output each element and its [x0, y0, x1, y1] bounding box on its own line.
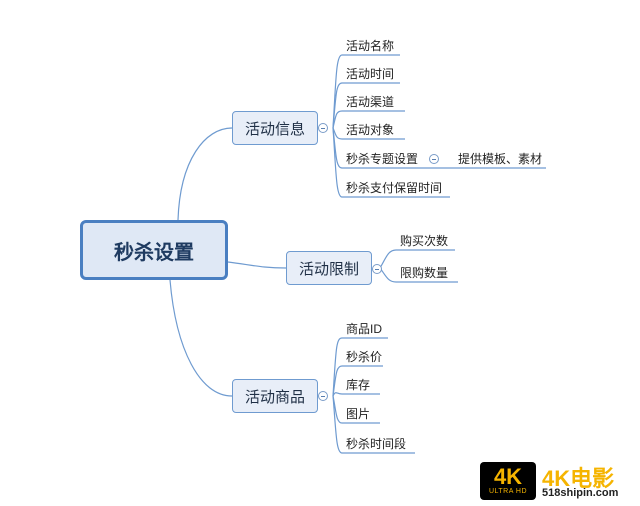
collapse-icon[interactable]: [429, 154, 439, 164]
leaf-goods-id[interactable]: 商品ID: [346, 322, 383, 336]
leaf-flash-topic-settings[interactable]: 秒杀专题设置: [346, 152, 419, 166]
root-node[interactable]: 秒杀设置: [80, 220, 228, 280]
leaf-image[interactable]: 图片: [346, 407, 371, 421]
collapse-icon[interactable]: [372, 264, 382, 274]
leaf-flash-price[interactable]: 秒杀价: [346, 350, 383, 364]
collapse-icon[interactable]: [318, 123, 328, 133]
leaf-activity-time[interactable]: 活动时间: [346, 67, 395, 81]
branch-activity-goods[interactable]: 活动商品: [232, 379, 318, 413]
leaf-activity-channel[interactable]: 活动渠道: [346, 95, 395, 109]
watermark-title: 4K电影: [542, 466, 615, 491]
leaf-purchase-times[interactable]: 购买次数: [400, 234, 449, 248]
watermark-badge-top: 4K: [493, 463, 523, 489]
leaf-templates-materials[interactable]: 提供模板、素材: [458, 152, 543, 166]
branch-activity-info[interactable]: 活动信息: [232, 111, 318, 145]
leaf-flash-time-slot[interactable]: 秒杀时间段: [346, 437, 407, 451]
leaf-payment-hold-time[interactable]: 秒杀支付保留时间: [346, 181, 443, 195]
leaf-activity-target[interactable]: 活动对象: [346, 123, 395, 137]
leaf-stock[interactable]: 库存: [346, 378, 371, 392]
collapse-icon[interactable]: [318, 391, 328, 401]
watermark-badge-bottom: ULTRA HD: [488, 487, 528, 495]
leaf-purchase-limit[interactable]: 限购数量: [400, 266, 449, 280]
watermark-url: 518shipin.com: [542, 487, 619, 499]
branch-activity-limit[interactable]: 活动限制: [286, 251, 372, 285]
leaf-activity-name[interactable]: 活动名称: [346, 39, 395, 53]
watermark-logo: 4K ULTRA HD: [480, 462, 536, 500]
